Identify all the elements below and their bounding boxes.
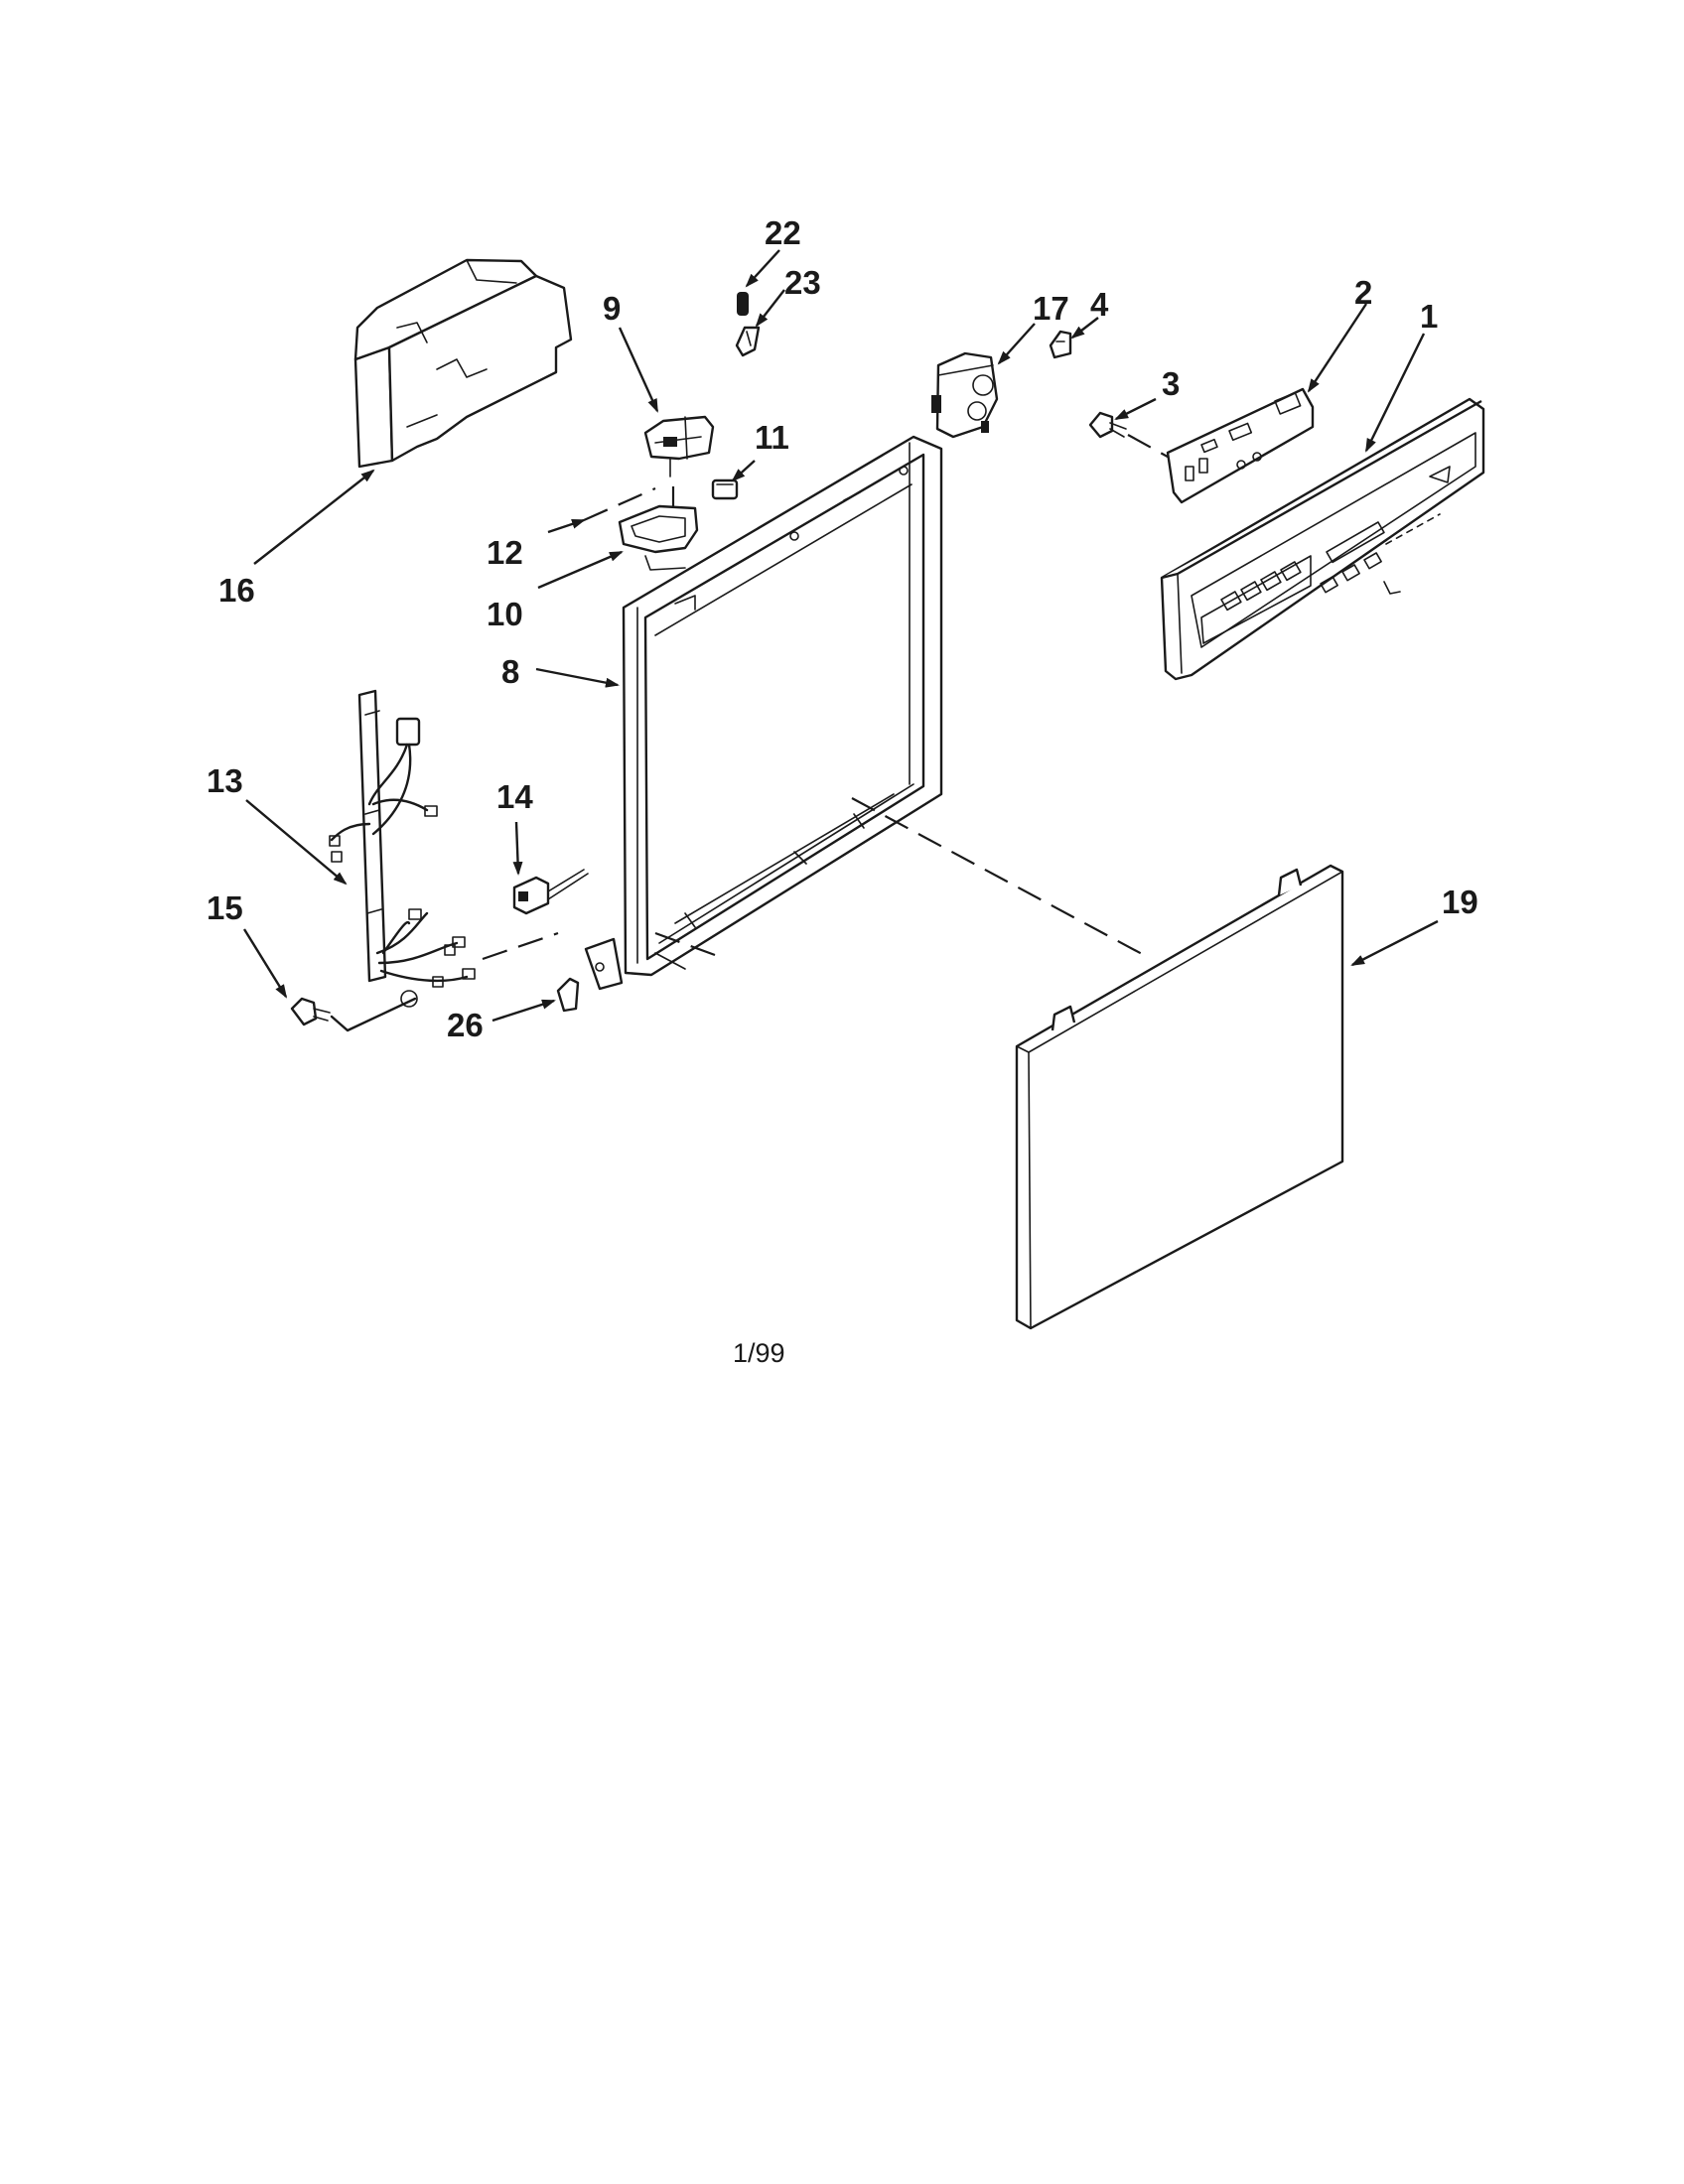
part-26-clip	[556, 977, 580, 1013]
part-22-spring	[737, 292, 749, 316]
part-9-latch	[643, 415, 715, 478]
label-12: 12	[487, 534, 523, 571]
label-15: 15	[207, 889, 243, 926]
part-10-housing	[618, 504, 699, 571]
part-2-control-board	[1166, 387, 1315, 504]
part-15-screw	[290, 997, 417, 1032]
label-11: 11	[755, 419, 789, 456]
part-number-labels: 22 23 9 17 4 2 1 3 11 12 16 10 8 13 14 1…	[207, 214, 1478, 1043]
label-14: 14	[496, 778, 533, 815]
label-13: 13	[207, 762, 243, 799]
part-1-console	[1160, 397, 1485, 681]
revision-date: 1/99	[733, 1338, 785, 1368]
label-1: 1	[1420, 298, 1438, 335]
part-12-pin	[583, 486, 656, 522]
leader-arrows	[242, 249, 1439, 1023]
label-16: 16	[218, 572, 255, 609]
part-13-harness	[329, 689, 476, 1008]
label-9: 9	[603, 290, 621, 327]
part-4-clip	[1049, 330, 1072, 359]
label-22: 22	[765, 214, 801, 251]
part-16-shield	[353, 258, 573, 469]
label-10: 10	[487, 596, 523, 632]
label-4: 4	[1090, 286, 1109, 323]
part-17-module	[931, 351, 999, 439]
label-26: 26	[447, 1007, 484, 1043]
assembly-lines	[482, 486, 1145, 961]
label-8: 8	[501, 653, 519, 690]
part-14-switch	[512, 869, 589, 915]
label-3: 3	[1162, 365, 1180, 402]
part-23-clip	[735, 326, 761, 357]
label-17: 17	[1033, 290, 1069, 327]
part-11-switch	[711, 478, 739, 500]
label-19: 19	[1442, 884, 1478, 920]
part-8-door-frame	[584, 435, 943, 991]
label-2: 2	[1354, 274, 1372, 311]
label-23: 23	[784, 264, 821, 301]
part-19-door-panel	[1015, 864, 1344, 1330]
